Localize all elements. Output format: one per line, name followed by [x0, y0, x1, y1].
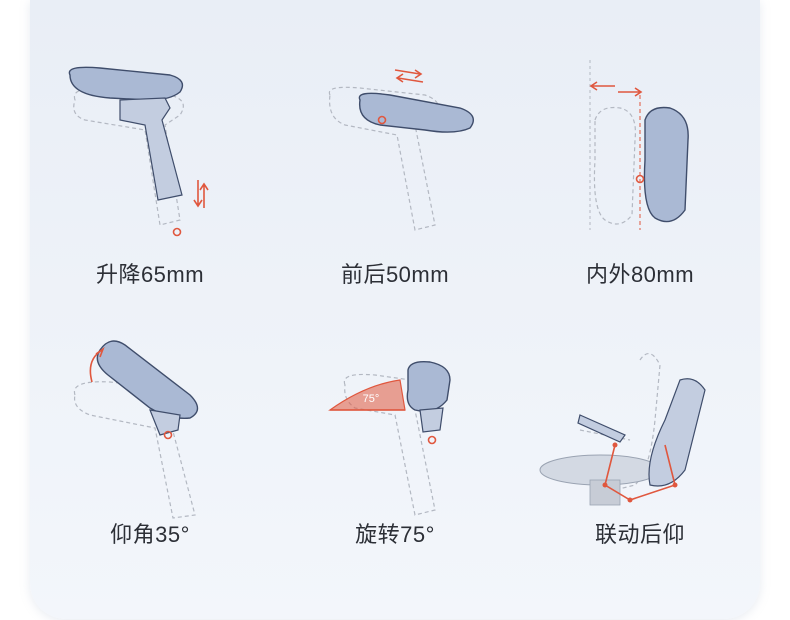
feature-label: 仰角35°	[110, 522, 190, 547]
feature-depth: 前后50mm	[275, 40, 515, 340]
tilt-angle-icon	[73, 340, 199, 519]
feature-card: 升降65mm 前后50mm 内外80mm	[30, 0, 760, 619]
feature-label: 旋转75°	[355, 522, 435, 547]
feature-recline: 联动后仰	[520, 320, 760, 620]
feature-width: 内外80mm	[520, 40, 760, 340]
rotation-badge: 75°	[363, 393, 380, 405]
feature-label: 内外80mm	[585, 262, 695, 287]
rotation-icon: 75°	[328, 360, 451, 516]
height-adjust-icon	[68, 66, 209, 237]
width-adjust-icon	[589, 60, 689, 230]
feature-height: 升降65mm	[30, 40, 270, 340]
feature-label: 联动后仰	[594, 522, 685, 547]
feature-tilt: 仰角35°	[30, 320, 270, 620]
recline-linkage-icon	[539, 353, 706, 506]
feature-rotation: 75° 旋转75°	[275, 320, 515, 620]
depth-adjust-icon	[328, 69, 474, 231]
feature-label: 升降65mm	[95, 262, 205, 287]
feature-label: 前后50mm	[340, 262, 450, 287]
